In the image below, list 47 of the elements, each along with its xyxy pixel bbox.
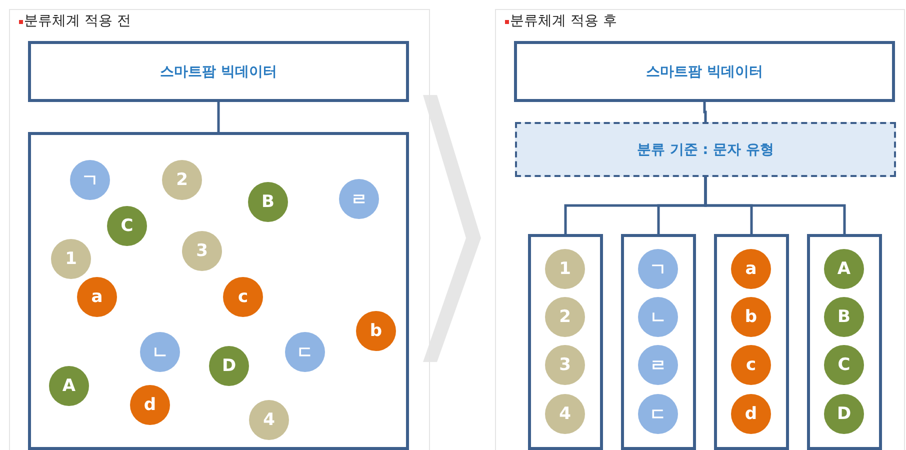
character-circle: 1	[545, 249, 585, 289]
character-circle: ㄹ	[638, 345, 678, 385]
character-circle: 4	[545, 394, 585, 434]
character-circle: 4	[249, 400, 289, 440]
panel-title: 분류체계 적용 전	[24, 12, 131, 30]
character-circle: C	[107, 206, 147, 246]
character-circle: D	[824, 394, 864, 434]
connector-line	[217, 102, 220, 132]
group-box	[807, 234, 882, 450]
character-circle: c	[731, 345, 771, 385]
data-box: 스마트팜 빅데이터	[28, 41, 409, 102]
character-circle: 2	[545, 297, 585, 337]
character-circle: ㄹ	[339, 179, 379, 219]
connector-line	[703, 102, 707, 122]
group-box	[714, 234, 789, 450]
connector-line	[704, 177, 846, 234]
character-circle: C	[824, 345, 864, 385]
character-circle: D	[209, 346, 249, 386]
character-circle: b	[731, 297, 771, 337]
character-circle: a	[731, 249, 771, 289]
character-circle: A	[49, 366, 89, 406]
group-box	[28, 132, 409, 450]
character-circle: ㄴ	[140, 332, 180, 372]
character-circle: d	[130, 385, 170, 425]
panel-title: 분류체계 적용 후	[510, 12, 617, 30]
character-circle: B	[824, 297, 864, 337]
character-circle: 1	[51, 239, 91, 279]
character-circle: B	[248, 182, 288, 222]
group-box	[528, 234, 603, 450]
data-box: 스마트팜 빅데이터	[514, 41, 895, 102]
character-circle: ㄱ	[638, 249, 678, 289]
panel	[495, 9, 905, 450]
character-circle: a	[77, 277, 117, 317]
character-circle: c	[223, 277, 263, 317]
group-box	[621, 234, 696, 450]
character-circle: ㄱ	[70, 160, 110, 200]
character-circle: ㄷ	[285, 332, 325, 372]
character-circle: 3	[182, 231, 222, 271]
character-circle: b	[356, 311, 396, 351]
character-circle: A	[824, 249, 864, 289]
character-circle: ㄴ	[638, 297, 678, 337]
character-circle: ㄷ	[638, 394, 678, 434]
character-circle: 3	[545, 345, 585, 385]
character-circle: d	[731, 394, 771, 434]
criteria-box: 분류 기준 : 문자 유형	[515, 122, 896, 177]
character-circle: 2	[162, 160, 202, 200]
panel	[9, 9, 430, 450]
